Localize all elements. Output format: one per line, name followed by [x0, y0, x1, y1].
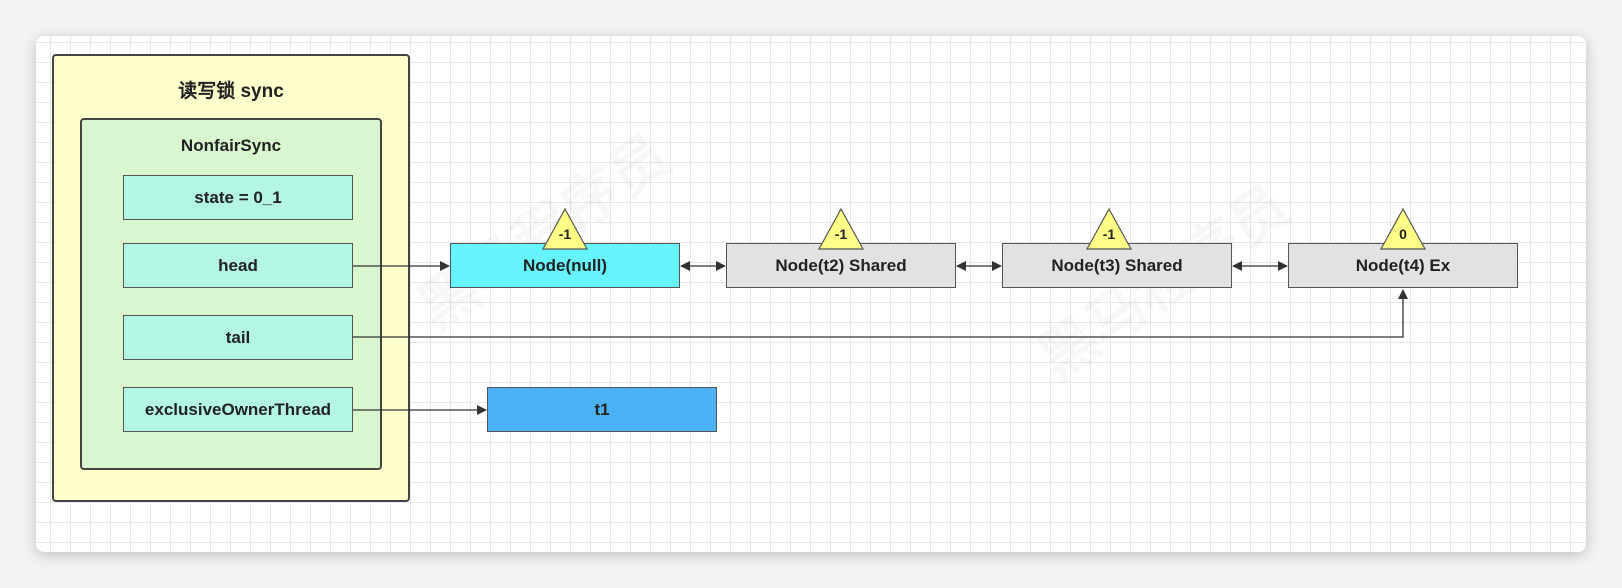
exclusive-owner-thread-field: exclusiveOwnerThread	[123, 387, 353, 432]
sync-title: 读写锁 sync	[178, 81, 284, 102]
state-field: state = 0_1	[123, 175, 353, 220]
queue-node-t3: Node(t3) Shared	[1002, 243, 1232, 288]
diagram-canvas: 黑马程序员 黑马程序员 读写锁 sync NonfairSync state =…	[36, 36, 1586, 552]
head-field: head	[123, 243, 353, 288]
queue-node-head: Node(null)	[450, 243, 680, 288]
wait-status-triangle	[1085, 207, 1133, 250]
wait-status-triangle	[541, 207, 589, 250]
tail-field: tail	[123, 315, 353, 360]
tail-pointer-arrow	[353, 289, 1408, 338]
nonfair-sync-title: NonfairSync	[180, 136, 282, 155]
queue-node-t4: Node(t4) Ex	[1288, 243, 1518, 288]
wait-status-label: -1	[834, 226, 848, 242]
wait-status-label: -1	[1102, 226, 1116, 242]
connectors-layer	[353, 207, 1427, 415]
owner-thread-t1: t1	[487, 387, 717, 432]
wait-status-triangle	[817, 207, 865, 250]
wait-status-triangle	[1379, 207, 1427, 250]
queue-node-t2: Node(t2) Shared	[726, 243, 956, 288]
wait-status-label: 0	[1399, 226, 1407, 242]
wait-status-label: -1	[558, 226, 572, 242]
